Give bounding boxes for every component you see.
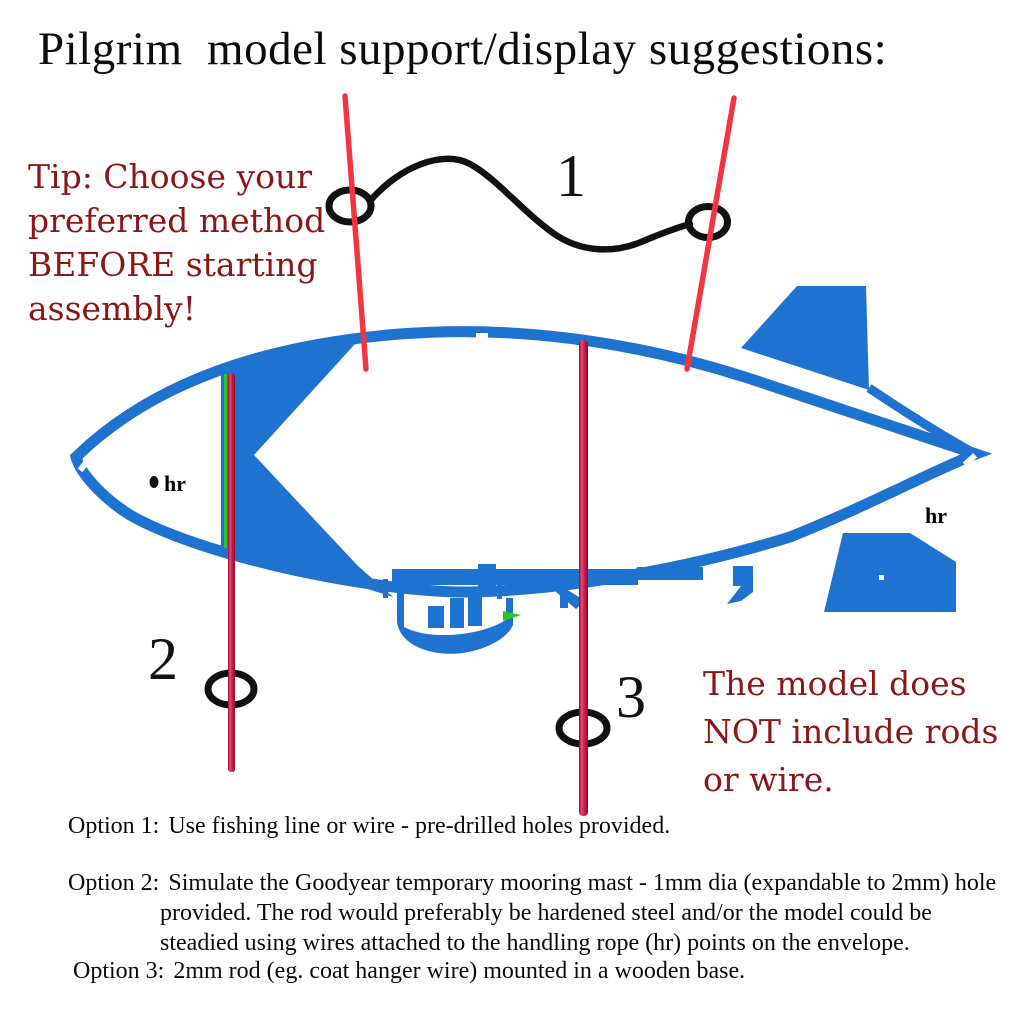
page-title: Pilgrim model support/display suggestion… [38,23,888,75]
option-2-text-line: steadied using wires attached to the han… [160,930,910,956]
hr-front-label: hr [164,471,186,496]
tip-line: BEFORE starting [28,245,318,284]
bulkhead-green-line [224,374,227,548]
hr-rear-label: hr [925,503,947,528]
option-1: Option 1: Use fishing line or wire - pre-… [68,811,670,841]
tip-line: Tip: Choose your [28,157,313,196]
gondola [383,564,753,654]
note-line: NOT include rods [703,712,999,751]
option-2-text-line: Simulate the Goodyear temporary mooring … [168,870,997,896]
gondola-green-mark [503,611,521,621]
option-2-text-line: provided. The rod would preferably be ha… [160,900,932,926]
bottom-fin [824,533,956,612]
note-line: The model does [703,664,967,703]
option-1-label: Option 1: [68,813,160,839]
option-3: Option 3: 2mm rod (eg. coat hanger wire) … [73,956,745,986]
rod-3 [579,340,588,816]
label-option-1: 1 [556,143,586,209]
tip-line: preferred method [28,201,326,240]
tip-text: Tip: Choose your preferred method BEFORE… [28,155,325,331]
red-wire-line-right [684,95,737,372]
tip-line: assembly! [28,289,196,328]
label-option-2: 2 [148,626,178,692]
option-2: Option 2: Simulate the Goodyear temporary… [68,868,996,958]
no-rods-note: The model does NOT include rods or wire. [703,660,998,804]
option-1-text: Use fishing line or wire - pre-drilled h… [168,813,671,839]
option-3-text: 2mm rod (eg. coat hanger wire) mounted i… [173,958,746,984]
bottom-fin-dot [879,575,884,580]
option-3-label: Option 3: [73,958,165,984]
outline-hole-gaps [77,333,978,500]
fishing-wire [366,155,694,253]
note-line: or wire. [703,760,834,799]
label-option-3: 3 [616,664,646,730]
hull-wedge-fill [221,344,393,597]
red-wire-line-left [342,93,369,372]
option-2-label: Option 2: [68,870,160,896]
top-fin [741,286,869,390]
hr-front-dot [149,476,159,488]
rod-2 [228,373,235,772]
top-fin-trailing-edge [866,384,975,456]
